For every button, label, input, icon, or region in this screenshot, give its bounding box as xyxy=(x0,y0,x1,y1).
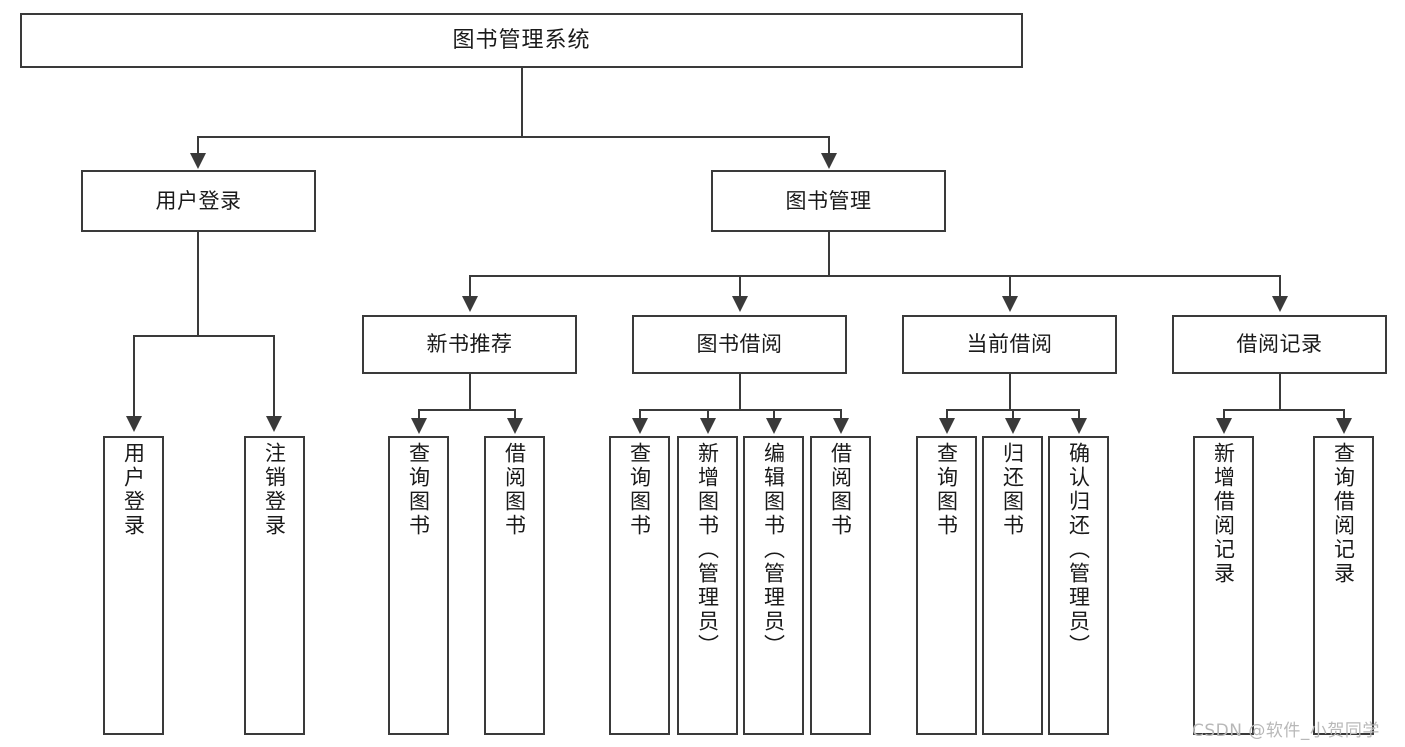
connector-borrow-record-stem xyxy=(1279,374,1281,410)
node-user-login[interactable]: 用户登录 xyxy=(81,170,316,232)
leaf-user-login-label: 用户登录 xyxy=(121,442,146,538)
connector-nbr-child-1 xyxy=(418,409,420,421)
leaf-bb-edit-book-label: 编辑图书（管理员） xyxy=(761,442,786,658)
arrowhead-borrow-record xyxy=(1272,296,1288,312)
leaf-nbr-borrow-book[interactable]: 借阅图书 xyxy=(484,436,545,735)
leaf-nbr-query-book-label: 查询图书 xyxy=(406,442,431,538)
connector-book-borrow-stem xyxy=(739,374,741,410)
connector-book-borrow-bus xyxy=(639,409,841,411)
connector-user-login-bus xyxy=(133,335,275,337)
arrowhead-user-login xyxy=(190,153,206,169)
arrowhead-new-book-rec xyxy=(462,296,478,312)
connector-root-to-book-mgmt xyxy=(828,136,830,158)
arrowhead-leaf-user-login xyxy=(126,416,142,432)
leaf-cb-query-book[interactable]: 查询图书 xyxy=(916,436,977,735)
arrowhead-bb-query-book xyxy=(632,418,648,434)
connector-new-book-rec-stem xyxy=(469,374,471,410)
leaf-cb-return-book[interactable]: 归还图书 xyxy=(982,436,1043,735)
node-book-borrow-label: 图书借阅 xyxy=(696,332,783,357)
connector-bb-child-3 xyxy=(773,409,775,421)
connector-book-mgmt-bus xyxy=(469,275,1280,277)
node-new-book-recommend[interactable]: 新书推荐 xyxy=(362,315,577,374)
leaf-cb-confirm-return-label: 确认归还（管理员） xyxy=(1066,442,1091,658)
leaf-cb-confirm-return[interactable]: 确认归还（管理员） xyxy=(1048,436,1109,735)
leaf-bb-edit-book[interactable]: 编辑图书（管理员） xyxy=(743,436,804,735)
arrowhead-leaf-logout xyxy=(266,416,282,432)
leaf-cb-return-book-label: 归还图书 xyxy=(1000,442,1025,538)
connector-user-login-stem xyxy=(197,232,199,336)
node-book-management-label: 图书管理 xyxy=(785,188,872,213)
arrowhead-bb-edit-book xyxy=(766,418,782,434)
leaf-br-query-record-label: 查询借阅记录 xyxy=(1331,442,1356,586)
leaf-logout-label: 注销登录 xyxy=(262,442,287,538)
leaf-bb-borrow-book[interactable]: 借阅图书 xyxy=(810,436,871,735)
node-current-borrow[interactable]: 当前借阅 xyxy=(902,315,1117,374)
connector-cb-child-2 xyxy=(1012,409,1014,421)
arrowhead-cb-query-book xyxy=(939,418,955,434)
leaf-bb-add-book-label: 新增图书（管理员） xyxy=(695,442,720,658)
leaf-br-add-record[interactable]: 新增借阅记录 xyxy=(1193,436,1254,735)
leaf-bb-add-book[interactable]: 新增图书（管理员） xyxy=(677,436,738,735)
leaf-nbr-borrow-book-label: 借阅图书 xyxy=(502,442,527,538)
leaf-bb-query-book-label: 查询图书 xyxy=(627,442,652,538)
node-borrow-record[interactable]: 借阅记录 xyxy=(1172,315,1387,374)
leaf-br-add-record-label: 新增借阅记录 xyxy=(1211,442,1236,586)
arrowhead-nbr-query-book xyxy=(411,418,427,434)
connector-book-mgmt-child-4 xyxy=(1279,275,1281,299)
node-new-book-recommend-label: 新书推荐 xyxy=(426,332,513,357)
leaf-bb-borrow-book-label: 借阅图书 xyxy=(828,442,853,538)
leaf-user-login[interactable]: 用户登录 xyxy=(103,436,164,735)
arrowhead-nbr-borrow-book xyxy=(507,418,523,434)
arrowhead-cb-confirm-return xyxy=(1071,418,1087,434)
connector-nbr-child-2 xyxy=(514,409,516,421)
leaf-bb-query-book[interactable]: 查询图书 xyxy=(609,436,670,735)
connector-cb-child-1 xyxy=(946,409,948,421)
leaf-logout[interactable]: 注销登录 xyxy=(244,436,305,735)
node-book-management[interactable]: 图书管理 xyxy=(711,170,946,232)
arrowhead-bb-add-book xyxy=(700,418,716,434)
leaf-cb-query-book-label: 查询图书 xyxy=(934,442,959,538)
connector-root-bus xyxy=(197,136,829,138)
connector-borrow-record-bus xyxy=(1223,409,1345,411)
connector-root-to-user-login xyxy=(197,136,199,158)
node-current-borrow-label: 当前借阅 xyxy=(966,332,1053,357)
arrowhead-book-mgmt xyxy=(821,153,837,169)
arrowhead-br-add-record xyxy=(1216,418,1232,434)
connector-new-book-rec-bus xyxy=(418,409,516,411)
node-user-login-label: 用户登录 xyxy=(155,188,242,213)
connector-br-child-1 xyxy=(1223,409,1225,421)
connector-user-login-child-2 xyxy=(273,335,275,420)
connector-book-mgmt-stem xyxy=(828,232,830,276)
connector-book-mgmt-child-1 xyxy=(469,275,471,299)
connector-br-child-2 xyxy=(1343,409,1345,421)
connector-bb-child-4 xyxy=(840,409,842,421)
arrowhead-br-query-record xyxy=(1336,418,1352,434)
connector-book-mgmt-child-3 xyxy=(1009,275,1011,299)
arrowhead-book-borrow xyxy=(732,296,748,312)
node-book-borrow[interactable]: 图书借阅 xyxy=(632,315,847,374)
connector-current-borrow-stem xyxy=(1009,374,1011,410)
node-root-label: 图书管理系统 xyxy=(452,27,591,53)
connector-bb-child-2 xyxy=(707,409,709,421)
leaf-nbr-query-book[interactable]: 查询图书 xyxy=(388,436,449,735)
node-root[interactable]: 图书管理系统 xyxy=(20,13,1023,68)
arrowhead-cb-return-book xyxy=(1005,418,1021,434)
connector-user-login-child-1 xyxy=(133,335,135,420)
arrowhead-current-borrow xyxy=(1002,296,1018,312)
node-borrow-record-label: 借阅记录 xyxy=(1236,332,1323,357)
connector-bb-child-1 xyxy=(639,409,641,421)
connector-root-stem xyxy=(521,68,523,137)
connector-book-mgmt-child-2 xyxy=(739,275,741,299)
leaf-br-query-record[interactable]: 查询借阅记录 xyxy=(1313,436,1374,735)
arrowhead-bb-borrow-book xyxy=(833,418,849,434)
connector-cb-child-3 xyxy=(1078,409,1080,421)
